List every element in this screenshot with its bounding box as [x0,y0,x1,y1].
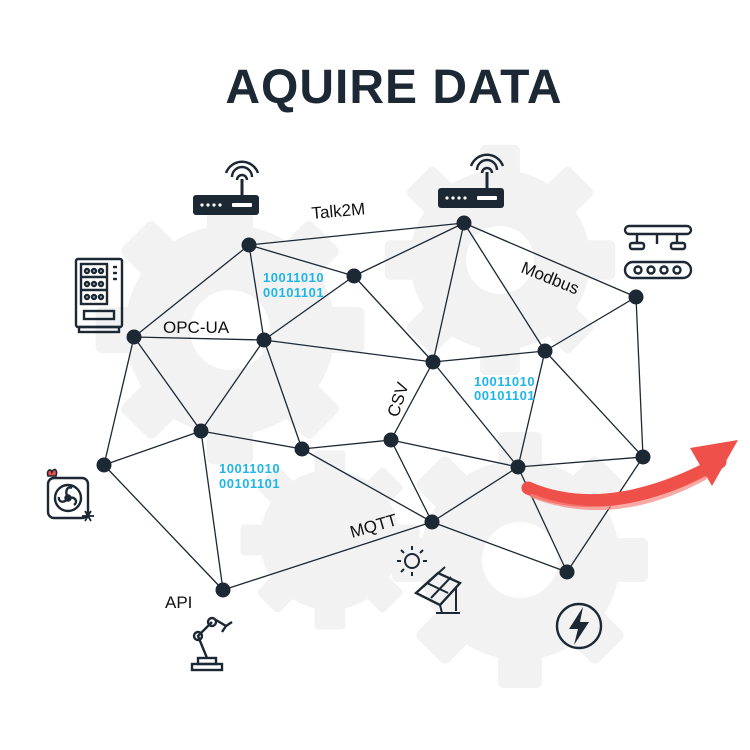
network-node [559,564,575,580]
network-edges [103,222,644,591]
network-edge [431,466,519,523]
vending-machine-icon [74,257,124,334]
network-edge [248,244,355,277]
network-node [635,449,651,465]
red-arrow-icon [521,440,738,511]
robot-arm-icon [190,616,233,672]
hvac-fan-icon [46,468,94,522]
network-edge [390,439,433,523]
page-title: AQUIRE DATA [225,61,562,114]
network-edge [390,439,519,468]
network-node [215,582,231,598]
network-edge [353,222,465,277]
power-lightning-icon [555,602,603,650]
background-gears [95,144,648,688]
network-node [256,332,272,348]
network-node [346,268,362,284]
network-nodes [96,215,651,598]
network-node [456,215,472,231]
network-edge [248,222,465,246]
network-edge [200,430,303,450]
network-edge [431,521,568,573]
network-edge [544,296,637,352]
network-edge [263,339,303,450]
network-edge [517,350,546,468]
network-node [193,423,209,439]
network-node [425,354,441,370]
binary-line: 00101101 [263,285,324,300]
network-edge [222,521,433,591]
protocol-label-csv: CSV [384,379,413,419]
network-edge [103,430,202,466]
network-node [241,237,257,253]
binary-line: 00101101 [219,476,280,491]
protocol-label-talk2m: Talk2M [311,199,366,223]
network-edge [463,222,637,298]
network-node [294,441,310,457]
network-edge [432,361,519,468]
network-edge [133,244,250,338]
network-edge [200,339,265,432]
network-edge [544,350,644,458]
network-edge [200,430,224,591]
conveyor-icon [623,224,693,280]
network-edge [263,275,355,341]
protocol-label-api: API [165,593,192,612]
binary-line: 10011010 [219,461,280,476]
network-node [424,514,440,530]
binary-line: 00101101 [474,388,535,403]
network-node [537,343,553,359]
network-edge [301,439,392,450]
solar-panel-icon [397,546,462,614]
binary-line: 10011010 [474,374,535,389]
network-node [628,289,644,305]
network-edge [353,275,434,363]
network-edge [133,336,265,341]
network-edge [301,448,433,523]
network-edge [390,361,434,441]
network-node [383,432,399,448]
network-edge [263,339,434,363]
network-edge [248,244,265,341]
network-edge [463,222,546,352]
network-edge [103,464,224,591]
network-edge [566,456,644,573]
protocol-label-opcua: OPC-UA [163,318,230,337]
network-edge [103,336,135,466]
router-icon [438,153,505,208]
network-edge [133,336,202,432]
network-edge [432,222,465,363]
binary-line: 10011010 [263,270,324,285]
network-node [96,457,112,473]
network-edge [517,456,644,468]
network-edge [635,296,644,458]
network-node [126,329,142,345]
binary-blocks: 10011010 00101101 10011010 00101101 1001… [219,270,535,491]
network-node [510,459,526,475]
router-icon [193,160,260,215]
network-edge [432,350,546,363]
